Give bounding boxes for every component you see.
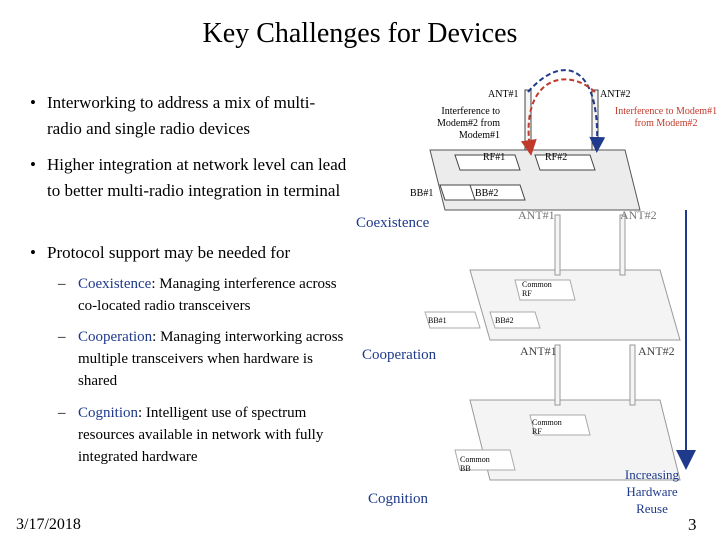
coex-ant1-label: ANT#1: [488, 89, 519, 100]
coexistence-caption: Coexistence: [356, 215, 430, 231]
cog-ant2-pole: [629, 344, 636, 406]
slide-title: Key Challenges for Devices: [202, 18, 518, 49]
sub-bullet-rest: : Managing interworking across multiple …: [78, 329, 344, 389]
bb2-chip: [469, 184, 526, 201]
hardware-reuse-label: Increasing Hardware Reuse: [624, 467, 680, 516]
sub-bullet-rest: : Intelligent use of spectrum resources …: [78, 405, 324, 465]
sub-bullet-text: Coexistence: Managing interference acros…: [78, 273, 348, 317]
cog-ant1-label: ANT#1: [520, 344, 557, 358]
cognition-caption: Cognition: [368, 491, 429, 507]
coop-bb2-chip: [489, 311, 541, 329]
bb1-label: BB#1: [410, 188, 434, 199]
sub-bullet-rest: : Managing interference across co-locate…: [78, 276, 337, 314]
cog-common-rf-chip: [529, 414, 591, 436]
cog-ant2-label: ANT#2: [638, 344, 675, 358]
rf1-label: RF#1: [483, 152, 506, 163]
interference-label-2: Interference to Modem#1 from Modem#2: [614, 106, 718, 129]
cooperation-board: [424, 214, 681, 341]
cog-common-rf-label: Common RF: [532, 418, 562, 436]
dash-marker: –: [58, 329, 66, 345]
bullet-text: Higher integration at network level can …: [47, 155, 347, 200]
cooperation-pcb: [469, 269, 681, 341]
dash-marker: –: [58, 276, 66, 292]
dash-marker: –: [58, 405, 66, 421]
coop-bb2-label: BB#2: [495, 316, 514, 325]
cog-common-bb-chip: [454, 449, 516, 471]
coexistence-board: [429, 69, 641, 211]
coop-bb1-chip: [424, 311, 481, 329]
sub-bullet-term: Cooperation: [78, 329, 153, 345]
sub-bullet-term: Coexistence: [78, 276, 152, 292]
cog-ant1-pole: [554, 344, 561, 406]
sub-bullet-cooperation: – Cooperation: Managing interworking acr…: [58, 326, 348, 392]
sub-bullet-term: Cognition: [78, 405, 139, 421]
bullet-dot: •: [30, 155, 36, 174]
cog-common-bb-label: Common BB: [460, 455, 490, 473]
interference-label-1: Interference to Modem#2 from Modem#1: [436, 106, 500, 141]
coop-common-rf-label: Common RF: [522, 280, 552, 298]
coop-common-rf-chip: [514, 279, 576, 301]
interference-arc-2: [520, 78, 596, 156]
bb2-label: BB#2: [475, 188, 499, 199]
cooperation-caption: Cooperation: [362, 347, 437, 363]
bullet-text: Interworking to address a mix of multi-r…: [47, 93, 316, 138]
rf2-chip: [534, 154, 596, 171]
footer-date: 3/17/2018: [16, 516, 81, 533]
coex-ant2-label: ANT#2: [600, 89, 631, 100]
cognition-board: [454, 344, 681, 481]
coop-ant1-pole: [554, 214, 561, 276]
sub-bullet-coexistence: – Coexistence: Managing interference acr…: [58, 273, 348, 317]
coex-ant1-sub-label: ANT#1: [518, 208, 555, 222]
rf2-label: RF#2: [545, 152, 568, 163]
bullet-dot: •: [30, 93, 36, 112]
sub-bullet-text: Cognition: Intelligent use of spectrum r…: [78, 402, 348, 468]
coex-ant2-sub-label: ANT#2: [620, 208, 657, 222]
rf1-chip: [454, 154, 521, 171]
interference-arc-1: [527, 69, 606, 153]
bullet-text: Protocol support may be needed for: [47, 243, 291, 262]
sub-bullet-text: Cooperation: Managing interworking acros…: [78, 326, 348, 392]
bullet-dot: •: [30, 243, 36, 262]
page-number: 3: [688, 515, 697, 534]
coop-ant2-pole: [619, 214, 626, 276]
coop-bb1-label: BB#1: [428, 316, 447, 325]
sub-bullet-cognition: – Cognition: Intelligent use of spectrum…: [58, 402, 348, 468]
